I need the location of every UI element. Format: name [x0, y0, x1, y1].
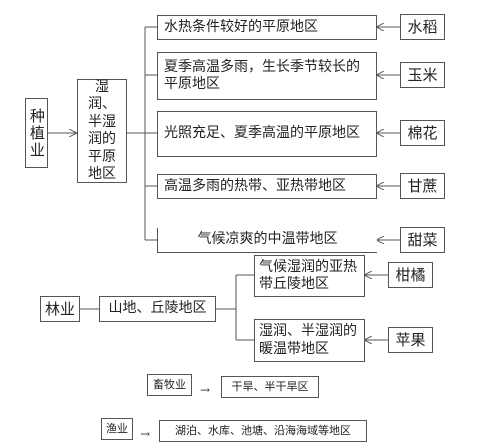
condition-label: 水热条件较好的平原地区 [164, 18, 318, 35]
crop-box-rice: 水稻 [400, 14, 445, 40]
condition-label: 夏季高温多雨，生长季节较长的平原地区 [164, 58, 360, 93]
crop-label: 苹果 [395, 330, 426, 349]
fishery-region-label: 湖泊、水库、池塘、沿海海域等地区 [175, 424, 351, 438]
crop-label: 甜菜 [407, 230, 438, 249]
crop-box-sugarbeet: 甜菜 [400, 227, 445, 253]
condition-box-apple: 湿润、半湿润的暖温带地区 [254, 319, 365, 362]
crop-label: 棉花 [407, 123, 438, 142]
livestock-region-label: 干旱、半干旱区 [231, 380, 309, 394]
arrow-icon: → [140, 427, 151, 441]
planting-region-box: 湿润、半湿润的平原地区 [77, 79, 127, 183]
crop-label: 甘蔗 [407, 176, 438, 195]
condition-label: 气候湿润的亚热带丘陵地区 [259, 258, 357, 293]
fishery-root-box: 渔业 [101, 418, 133, 440]
condition-box-corn: 夏季高温多雨，生长季节较长的平原地区 [157, 52, 377, 100]
condition-label: 光照充足、夏季高温的平原地区 [164, 125, 360, 142]
forestry-root-label: 林业 [44, 299, 75, 318]
forestry-region-box: 山地、丘陵地区 [99, 296, 216, 322]
planting-root-label: 种植业 [27, 107, 46, 159]
condition-label: 高温多雨的热带、亚热带地区 [164, 177, 346, 194]
condition-label: 气候凉爽的中温带地区 [197, 231, 338, 248]
condition-box-cotton: 光照充足、夏季高温的平原地区 [157, 111, 377, 157]
crop-box-corn: 玉米 [400, 62, 445, 88]
crop-label: 玉米 [407, 65, 438, 84]
livestock-root-box: 畜牧业 [147, 374, 192, 396]
forestry-region-label: 山地、丘陵地区 [108, 300, 207, 317]
fishery-region-box: 湖泊、水库、池塘、沿海海域等地区 [159, 420, 367, 442]
livestock-region-box: 干旱、半干旱区 [221, 376, 319, 398]
condition-box-sugarcane: 高温多雨的热带、亚热带地区 [157, 174, 377, 199]
crop-box-cotton: 棉花 [400, 120, 445, 146]
crop-box-sugarcane: 甘蔗 [400, 173, 445, 199]
arrow-icon: → [200, 383, 211, 397]
fishery-root-label: 渔业 [106, 422, 128, 436]
planting-root-box: 种植业 [25, 98, 48, 168]
crop-box-apple: 苹果 [388, 327, 433, 353]
condition-label: 湿润、半湿润的暖温带地区 [259, 323, 357, 357]
crop-label: 水稻 [407, 17, 438, 36]
condition-box-rice: 水热条件较好的平原地区 [157, 15, 377, 40]
forestry-root-box: 林业 [40, 296, 80, 322]
planting-region-label: 湿润、半湿润的平原地区 [88, 78, 116, 183]
condition-box-sugarbeet: 气候凉爽的中温带地区 [157, 228, 377, 253]
condition-box-citrus: 气候湿润的亚热带丘陵地区 [254, 255, 365, 297]
livestock-root-label: 畜牧业 [153, 378, 186, 392]
crop-box-citrus: 柑橘 [388, 262, 433, 288]
crop-label: 柑橘 [395, 265, 426, 284]
